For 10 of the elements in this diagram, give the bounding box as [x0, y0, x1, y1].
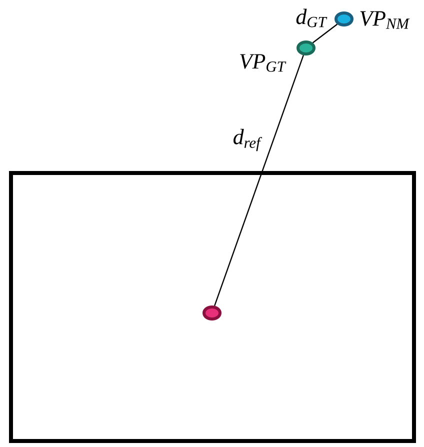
point-dot — [202, 306, 222, 320]
edge-label: d$_{GT}$ — [294, 8, 328, 28]
connector-line — [214, 55, 304, 306]
point-label: VP$_{GT}$ — [240, 54, 286, 72]
point-dot — [296, 40, 316, 56]
connector-line — [312, 24, 338, 44]
edge-label: d$_{ref}$ — [232, 128, 262, 152]
point-dot — [334, 12, 354, 26]
frame-rectangle — [9, 171, 416, 443]
point-label: VP$_{NM}$ — [360, 11, 410, 29]
